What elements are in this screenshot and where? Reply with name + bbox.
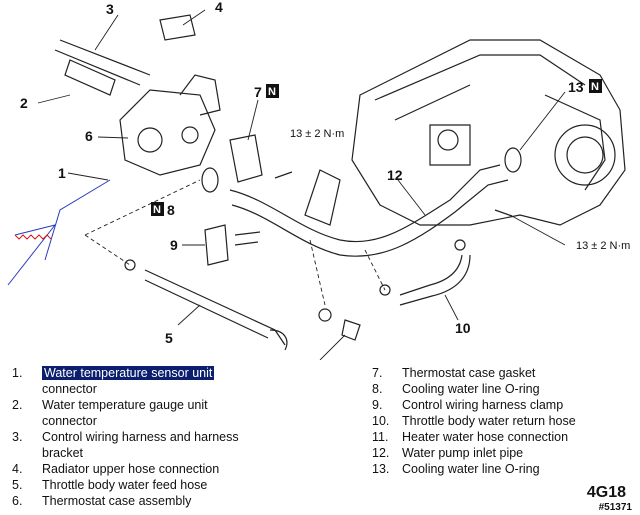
legend-number: 1. [12, 366, 23, 380]
legend-text: Control wiring harness and harness bracke… [42, 429, 312, 461]
throttle-body-return-hose [399, 254, 471, 306]
legend-label-continuation: bracket [42, 446, 83, 460]
legend-label-continuation: connector [42, 382, 97, 396]
legend-item: 9. Control wiring harness clamp [372, 397, 634, 413]
callout-9: 9 [170, 237, 178, 253]
callout-2: 2 [20, 95, 28, 111]
legend-label: Control wiring harness clamp [402, 398, 564, 412]
legend-number: 7. [372, 366, 383, 380]
callout-12: 12 [387, 167, 403, 183]
legend-text: Cooling water line O-ring [402, 461, 634, 477]
callout-10: 10 [455, 320, 471, 336]
scribble-mark [7, 224, 57, 286]
legend-label: Thermostat case gasket [402, 366, 536, 380]
thermostat-gasket [229, 134, 263, 183]
legend-label: Cooling water line O-ring [402, 382, 540, 396]
legend-text: Heater water hose connection [402, 429, 634, 445]
callout-8: 8 [167, 202, 175, 218]
callout-5: 5 [165, 330, 173, 346]
svg-text:N: N [591, 81, 599, 93]
legend-number: 11. [372, 430, 389, 444]
legend-text: Throttle body water feed hose [42, 477, 312, 493]
legend-item: 1. Water temperature sensor unit connector [12, 365, 312, 397]
water-pump-inlet-pipe [229, 164, 501, 243]
torque-spec-upper: 13 ± 2 N·m [290, 128, 344, 140]
legend-text: Water pump inlet pipe [402, 445, 634, 461]
legend-number: 3. [12, 430, 23, 444]
legend-number: 4. [12, 462, 23, 476]
legend-label: Cooling water line O-ring [402, 462, 540, 476]
legend-label: Throttle body water return hose [402, 414, 576, 428]
legend-item: 2. Water temperature gauge unit connector [12, 397, 312, 429]
legend-label: Throttle body water feed hose [42, 478, 208, 492]
legend-label: Radiator upper hose connection [42, 462, 220, 476]
engine-block-outline [351, 39, 626, 226]
legend-number: 8. [372, 382, 383, 396]
legend-text: Radiator upper hose connection [42, 461, 312, 477]
n-marker-13 [589, 79, 602, 93]
n-marker-8 [151, 202, 164, 216]
legend-label: Control wiring harness and harness [42, 430, 239, 444]
legend-item: 13. Cooling water line O-ring [372, 461, 634, 477]
legend-number: 10. [372, 414, 390, 428]
legend-number: 12. [372, 446, 390, 460]
legend-number: 5. [12, 478, 23, 492]
legend-label: Water pump inlet pipe [402, 446, 524, 460]
legend-label-continuation: connector [42, 414, 97, 428]
legend-label: Water temperature sensor unit [42, 366, 215, 380]
parts-diagram: 1 2 3 4 5 6 7 N 8 N 9 10 11 12 13 N 13 ±… [7, 0, 630, 360]
callout-13: 13 [568, 79, 584, 95]
legend-item: 7. Thermostat case gasket [372, 365, 634, 381]
legend-item: 10. Throttle body water return hose [372, 413, 634, 429]
parts-legend-right: 7. Thermostat case gasket 8. Cooling water … [372, 365, 634, 477]
legend-number: 2. [12, 398, 23, 412]
engine-code: 4G18 [586, 484, 626, 501]
n-marker-7 [266, 84, 279, 98]
legend-text: Cooling water line O-ring [402, 381, 634, 397]
legend-item: 4. Radiator upper hose connection [12, 461, 312, 477]
legend-label: Thermostat case assembly [42, 494, 192, 508]
svg-text:N: N [268, 86, 276, 98]
torque-spec-right: 13 ± 2 N·m [576, 240, 630, 252]
callout-3: 3 [106, 1, 114, 17]
legend-text: Control wiring harness clamp [402, 397, 634, 413]
callout-4: 4 [215, 0, 223, 15]
legend-number: 9. [372, 398, 383, 412]
water-pump-pulley [554, 124, 616, 186]
legend-label: Heater water hose connection [402, 430, 569, 444]
legend-text: Throttle body water return hose [402, 413, 634, 429]
svg-text:N: N [153, 204, 161, 216]
legend-text: Thermostat case gasket [402, 365, 634, 381]
legend-item: 8. Cooling water line O-ring [372, 381, 634, 397]
figure-code: #51371 [598, 502, 632, 513]
legend-number: 6. [12, 494, 23, 508]
legend-item: 12. Water pump inlet pipe [372, 445, 634, 461]
parts-legend-left: 1. Water temperature sensor unit connector… [12, 365, 312, 509]
thermostat-case [119, 89, 216, 176]
callout-7: 7 [254, 84, 262, 100]
legend-number: 13. [372, 462, 390, 476]
legend-item: 3. Control wiring harness and harness brac… [12, 429, 312, 461]
legend-item: 11. Heater water hose connection [372, 429, 634, 445]
legend-text: Water temperature gauge unit connector [42, 397, 312, 429]
legend-text: Water temperature sensor unit connector [42, 365, 312, 397]
legend-text: Thermostat case assembly [42, 493, 312, 509]
callout-1: 1 [58, 165, 66, 181]
callout-6: 6 [85, 128, 93, 144]
legend-label: Water temperature gauge unit [42, 398, 208, 412]
legend-item: 5. Throttle body water feed hose [12, 477, 312, 493]
legend-item: 6. Thermostat case assembly [12, 493, 312, 509]
